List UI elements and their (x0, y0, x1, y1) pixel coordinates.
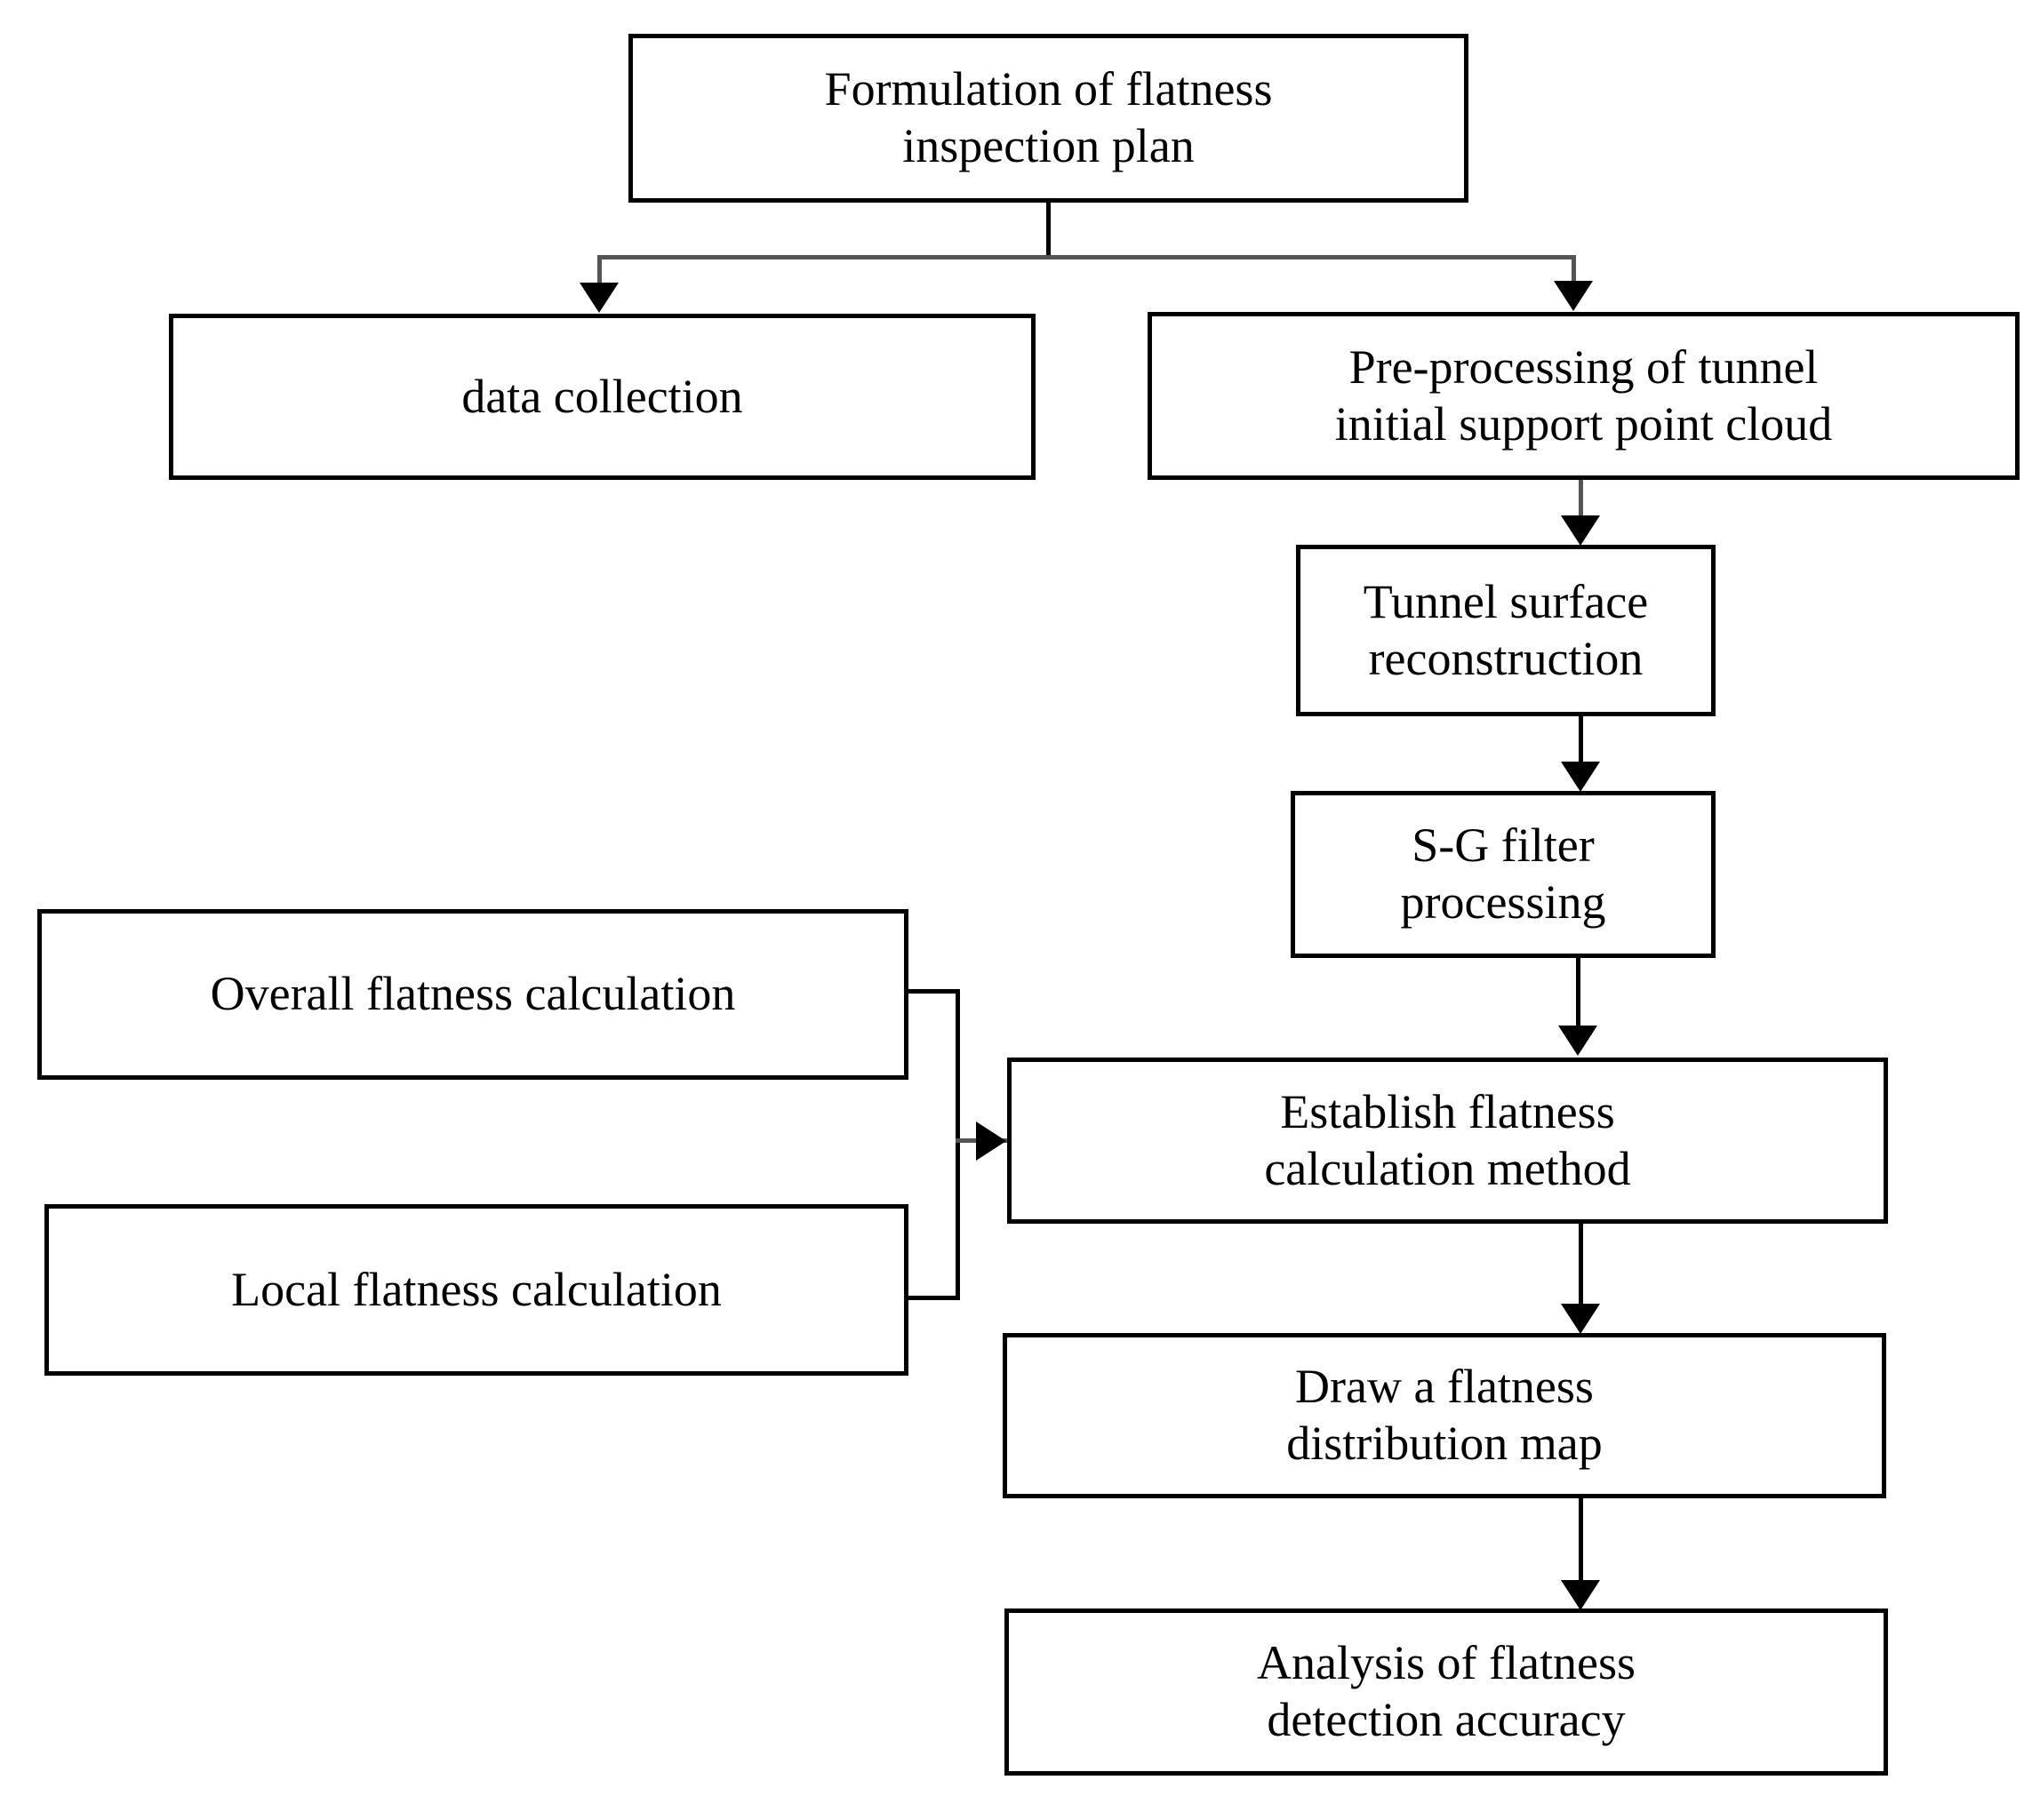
node-formulation-label: Formulation of flatness inspection plan (824, 62, 1273, 172)
arrow-to-sg-filter (1561, 762, 1600, 792)
edge-formulation-stem (1046, 203, 1051, 258)
node-preprocessing-label: Pre-processing of tunnel initial support… (1334, 339, 1833, 451)
node-overall-flatness[interactable]: Overall flatness calculation (37, 909, 908, 1080)
node-draw-map[interactable]: Draw a flatness distribution map (1003, 1333, 1886, 1498)
node-analysis-label: Analysis of flatness detection accuracy (1257, 1636, 1636, 1746)
node-establish-method[interactable]: Establish flatness calculation method (1007, 1058, 1888, 1224)
node-establish-method-label: Establish flatness calculation method (1264, 1084, 1631, 1195)
arrow-to-draw-map (1561, 1304, 1600, 1334)
arrow-to-surface-recon (1561, 515, 1600, 546)
node-overall-flatness-label: Overall flatness calculation (210, 967, 736, 1021)
edge-sg-filter-to-establish-method (1576, 958, 1580, 1029)
node-data-collection-label: data collection (461, 369, 743, 423)
edge-draw-map-to-analysis (1579, 1498, 1583, 1584)
edge-formulation-spanner (597, 255, 1576, 259)
node-surface-reconstruction[interactable]: Tunnel surface reconstruction (1296, 545, 1716, 716)
node-analysis[interactable]: Analysis of flatness detection accuracy (1004, 1608, 1888, 1776)
node-sg-filter[interactable]: S-G filter processing (1291, 791, 1716, 958)
node-local-flatness[interactable]: Local flatness calculation (44, 1204, 908, 1376)
node-sg-filter-label: S-G filter processing (1400, 818, 1606, 929)
edge-formulation-right-drop (1572, 255, 1576, 283)
node-formulation[interactable]: Formulation of flatness inspection plan (628, 34, 1468, 203)
edge-left-merge-bus (956, 989, 960, 1300)
arrow-to-establish-method-left (976, 1122, 1006, 1161)
arrow-to-establish-method-top (1558, 1026, 1597, 1056)
arrow-to-analysis (1561, 1580, 1600, 1610)
edge-preprocessing-to-surface-recon (1579, 480, 1583, 519)
edge-surface-recon-to-sg-filter (1579, 716, 1583, 765)
node-data-collection[interactable]: data collection (169, 314, 1036, 480)
edge-formulation-left-drop (597, 255, 602, 285)
node-surface-reconstruction-label: Tunnel surface reconstruction (1363, 574, 1649, 685)
node-preprocessing[interactable]: Pre-processing of tunnel initial support… (1148, 312, 2020, 480)
arrow-to-preprocessing (1554, 281, 1593, 311)
arrow-to-data-collection (580, 283, 619, 313)
node-draw-map-label: Draw a flatness distribution map (1286, 1360, 1603, 1470)
edge-overall-flatness-stub (904, 989, 960, 994)
edge-establish-method-to-draw-map (1579, 1224, 1583, 1307)
edge-local-flatness-stub (904, 1296, 960, 1300)
node-local-flatness-label: Local flatness calculation (231, 1262, 722, 1316)
